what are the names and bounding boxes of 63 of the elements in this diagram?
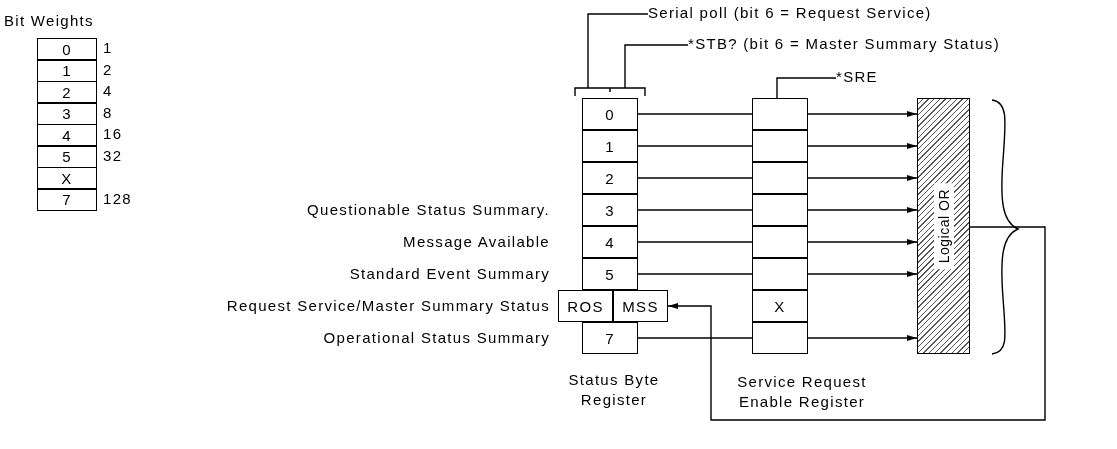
register-title: Service Request Enable Register xyxy=(736,372,868,412)
weight-value: 16 xyxy=(103,125,123,144)
table-cell: 7 xyxy=(37,188,97,211)
register-bit-cell: X xyxy=(752,290,808,322)
register-bit-cell: 5 xyxy=(582,258,638,290)
arrow xyxy=(807,271,918,277)
arrow xyxy=(807,143,918,149)
register-bit-cell: 3 xyxy=(582,194,638,226)
table-cell: X xyxy=(37,167,97,189)
arrow xyxy=(807,239,918,245)
weight-value: 4 xyxy=(103,82,113,101)
leader-line xyxy=(587,13,649,89)
register-bit-cell: MSS xyxy=(613,290,668,322)
register-bit-cell: 7 xyxy=(582,322,638,354)
weight-value: 128 xyxy=(103,189,132,209)
connector-line xyxy=(637,177,753,179)
empty-bit-cell xyxy=(752,226,808,258)
arrow xyxy=(667,226,1046,421)
register-bit-cell: 4 xyxy=(582,226,638,258)
weight-value: 32 xyxy=(103,146,123,166)
empty-bit-cell xyxy=(752,258,808,290)
table-cell: 2 xyxy=(37,81,97,103)
empty-bit-cell xyxy=(752,322,808,354)
connector-line xyxy=(637,337,753,339)
annotation-text: Serial poll (bit 6 = Request Service) xyxy=(648,4,932,24)
arrow xyxy=(807,335,918,341)
table-cell: 5 xyxy=(37,145,97,168)
connector-line xyxy=(637,209,753,211)
arrow xyxy=(807,111,918,117)
empty-bit-cell xyxy=(752,162,808,194)
register-bit-cell: 1 xyxy=(582,130,638,162)
register-bit-cell: 2 xyxy=(582,162,638,194)
weight-value: 8 xyxy=(103,103,113,123)
leader-line xyxy=(624,44,689,89)
table-title: Bit Weights xyxy=(4,12,94,31)
table-cell: 4 xyxy=(37,124,97,146)
connector-line xyxy=(637,145,753,147)
empty-bit-cell xyxy=(752,130,808,162)
connector-line xyxy=(637,113,753,115)
connector-line xyxy=(637,241,753,243)
arrow xyxy=(807,175,918,181)
table-cell: 0 xyxy=(37,38,97,60)
connector-line xyxy=(637,273,753,275)
register-bit-cell: ROS xyxy=(558,290,613,322)
table-cell: 1 xyxy=(37,59,97,82)
bit-description: Message Available xyxy=(402,232,550,252)
logic-or-block xyxy=(917,98,970,354)
empty-bit-cell xyxy=(752,98,808,130)
leader-line xyxy=(776,77,837,99)
annotation-text: *STB? (bit 6 = Master Summary Status) xyxy=(688,35,1000,55)
annotation-text: *SRE xyxy=(836,68,878,88)
bit-description: Questionable Status Summary. xyxy=(306,200,550,220)
bit-description: Request Service/Master Summary Status xyxy=(225,296,550,316)
register-title: Status Byte Register xyxy=(567,370,661,410)
arrow xyxy=(807,207,918,213)
weight-value: 1 xyxy=(103,39,113,58)
bit-description: Operational Status Summary xyxy=(322,328,550,348)
register-bit-cell: 0 xyxy=(582,98,638,130)
empty-bit-cell xyxy=(752,194,808,226)
weight-value: 2 xyxy=(103,60,113,80)
bit-description: Standard Event Summary xyxy=(348,264,550,284)
table-cell: 3 xyxy=(37,102,97,125)
block-label: Logical OR xyxy=(933,182,954,270)
